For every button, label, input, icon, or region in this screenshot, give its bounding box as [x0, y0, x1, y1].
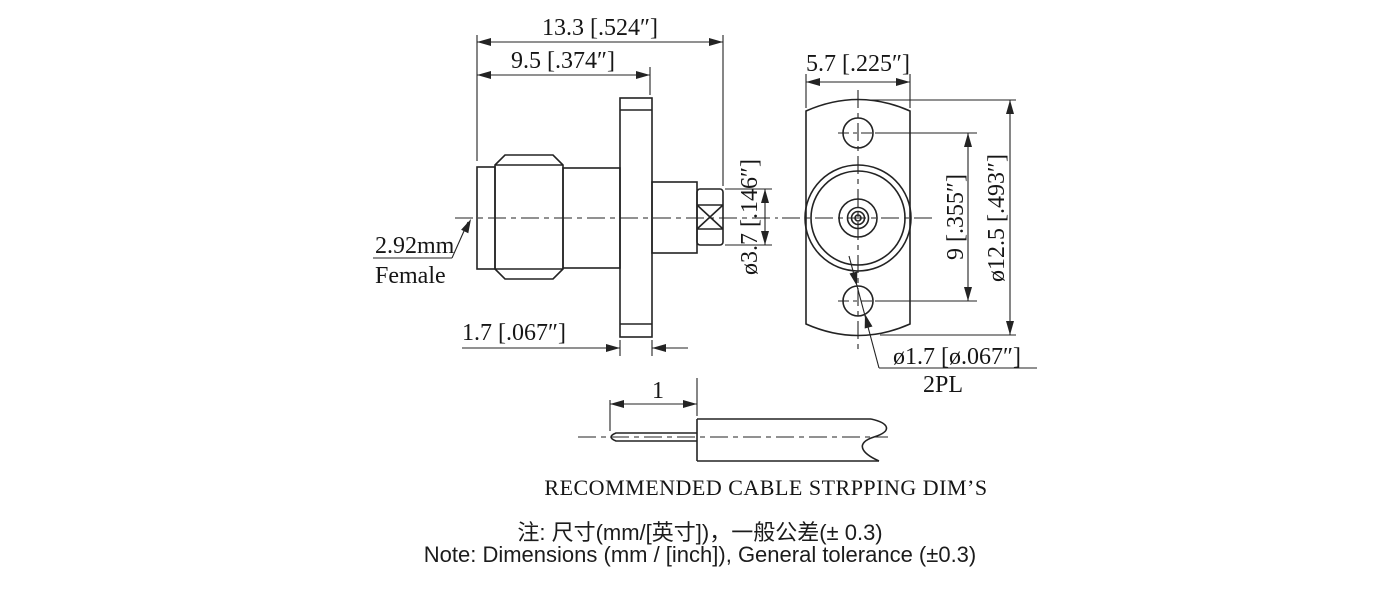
- arrowhead: [964, 133, 972, 147]
- arrowhead: [683, 400, 697, 408]
- arrowhead: [806, 78, 820, 86]
- dim-flange-thickness: 1.7 [.067″]: [462, 320, 566, 346]
- arrowhead: [606, 344, 620, 352]
- solder-bucket-cross-2: [696, 204, 724, 230]
- arrowhead: [761, 189, 769, 203]
- front-view: 5.7 [.225″] 9 [.355″] ø12.5 [.493″] ø1.7…: [782, 51, 1037, 398]
- center-conductor: [610, 432, 697, 442]
- cable-strip-view: 1 RECOMMENDED CABLE STRPPING DIM’S: [544, 378, 987, 500]
- cable-break-symbol: [861, 418, 888, 462]
- arrowhead: [1006, 321, 1014, 335]
- dim-hole-spacing: 9 [.355″]: [943, 174, 969, 260]
- arrowhead: [610, 400, 624, 408]
- flange-front: [805, 98, 911, 337]
- arrowhead: [461, 219, 471, 234]
- arrowhead: [636, 71, 650, 79]
- connector-gender-label: Female: [375, 263, 446, 289]
- arrowhead: [964, 287, 972, 301]
- dim-solder-diameter: ø3.7 [.146″]: [737, 159, 763, 275]
- arrowhead: [896, 78, 910, 86]
- note-english: Note: Dimensions (mm / [inch]), General …: [423, 542, 977, 567]
- dim-overall-length: 13.3 [.524″]: [542, 15, 658, 41]
- arrowhead: [652, 344, 666, 352]
- dim-strip-length: 1: [652, 378, 664, 404]
- arrowhead: [709, 38, 723, 46]
- arrowhead: [849, 271, 858, 286]
- arrowhead: [477, 71, 491, 79]
- side-view: 13.3 [.524″] 9.5 [.374″] 2.92mm Female 1…: [373, 15, 778, 356]
- hex-nut: [494, 154, 564, 280]
- connector-type-label: 2.92mm: [375, 233, 455, 259]
- dim-hole-diameter: ø1.7 [ø.067″]: [893, 344, 1021, 370]
- dim-hole-quantity: 2PL: [923, 372, 963, 398]
- arrowhead: [477, 38, 491, 46]
- arrowhead: [864, 314, 873, 329]
- dim-body-length: 9.5 [.374″]: [511, 48, 615, 74]
- dim-flange-height: ø12.5 [.493″]: [984, 154, 1010, 282]
- arrowhead: [761, 231, 769, 245]
- arrowhead: [1006, 100, 1014, 114]
- dim-flange-width: 5.7 [.225″]: [806, 51, 910, 77]
- cable-strip-caption: RECOMMENDED CABLE STRPPING DIM’S: [544, 475, 987, 500]
- solder-bucket: [696, 188, 724, 246]
- note-chinese: 注: 尺寸(mm/[英寸])，一般公差(± 0.3): [517, 520, 883, 545]
